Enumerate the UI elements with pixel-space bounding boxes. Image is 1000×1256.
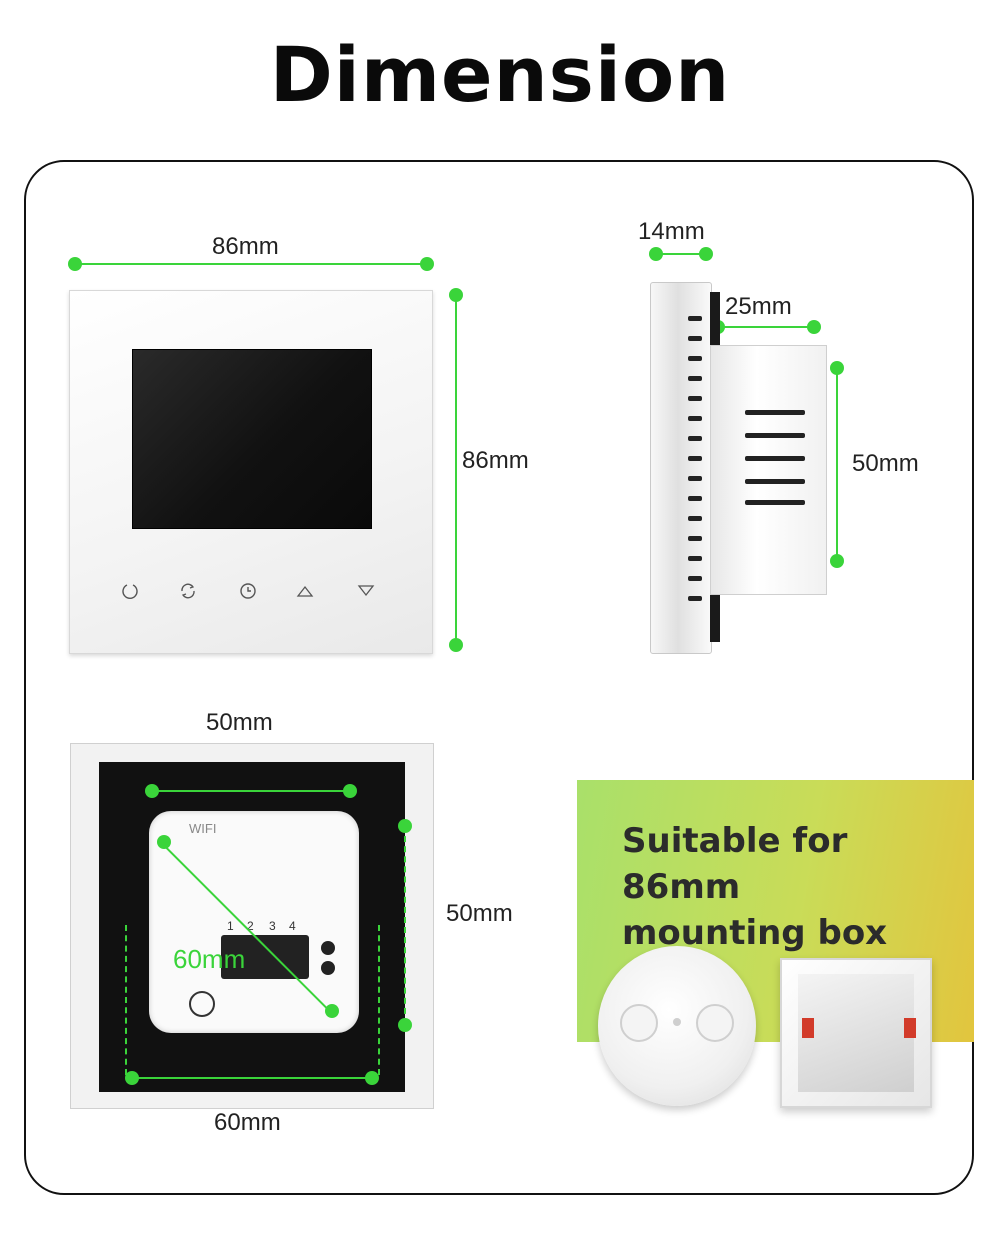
- back-side-dot-top: [398, 819, 412, 833]
- vent-slot: [688, 556, 702, 561]
- display-screen: [132, 349, 372, 529]
- back-side-line: [404, 826, 406, 1024]
- thermostat-front-panel: [69, 290, 433, 654]
- terminal-screw: [321, 941, 335, 955]
- back-wiring-module: WIFI 1 2 3 4: [149, 811, 359, 1033]
- back-bottom-dot-right: [365, 1071, 379, 1085]
- front-height-label: 86mm: [462, 447, 529, 474]
- side-depth-line: [718, 326, 814, 328]
- side-plate-dot-right: [699, 247, 713, 261]
- housing-vent-slot: [745, 433, 805, 438]
- terminal-3: 3: [269, 919, 276, 933]
- front-height-line: [455, 295, 457, 645]
- square-mounting-box: [780, 958, 932, 1108]
- vent-slot: [688, 396, 702, 401]
- front-width-dot-left: [68, 257, 82, 271]
- back-bottom-guide-right: [378, 925, 380, 1075]
- side-plate-line: [656, 253, 706, 255]
- terminal-2: 2: [247, 919, 254, 933]
- side-height-line: [836, 368, 838, 561]
- front-width-dot-right: [420, 257, 434, 271]
- back-bottom-label: 60mm: [214, 1109, 281, 1136]
- side-plate-label: 14mm: [638, 218, 705, 245]
- vent-slot: [688, 496, 702, 501]
- square-box-cavity: [798, 974, 914, 1092]
- side-height-label: 50mm: [852, 450, 919, 477]
- housing-vent-slot: [745, 410, 805, 415]
- terminal-block: [221, 935, 309, 979]
- side-depth-dot-right: [807, 320, 821, 334]
- terminal-1: 1: [227, 919, 234, 933]
- mounting-box-caption: Suitable for 86mm mounting box: [622, 818, 974, 956]
- back-top-label: 50mm: [206, 709, 273, 736]
- vent-slot: [688, 536, 702, 541]
- vent-slot: [688, 516, 702, 521]
- front-height-dot-top: [449, 288, 463, 302]
- vent-slot: [688, 316, 702, 321]
- mounting-hole: [189, 991, 215, 1017]
- wifi-label: WIFI: [189, 821, 217, 836]
- vent-slot: [688, 576, 702, 581]
- side-depth-label: 25mm: [725, 293, 792, 320]
- housing-vent-slot: [745, 456, 805, 461]
- page-title: Dimension: [269, 30, 731, 119]
- back-bottom-dot-left: [125, 1071, 139, 1085]
- knockout-hole: [620, 1004, 658, 1042]
- thermostat-back-panel: WIFI 1 2 3 4: [70, 743, 434, 1109]
- back-diagonal-dot-bottom: [325, 1004, 339, 1018]
- clock-icon[interactable]: [238, 581, 258, 601]
- vent-slot: [688, 356, 702, 361]
- mode-icon[interactable]: [178, 581, 198, 601]
- back-top-dot-left: [145, 784, 159, 798]
- vent-slot: [688, 596, 702, 601]
- back-diagonal-dot-top: [157, 835, 171, 849]
- side-plate-dot-left: [649, 247, 663, 261]
- center-hole: [673, 1018, 681, 1026]
- vent-slot: [688, 456, 702, 461]
- back-side-dot-bottom: [398, 1018, 412, 1032]
- front-width-line: [75, 263, 427, 265]
- vent-slot: [688, 336, 702, 341]
- vent-slot: [688, 376, 702, 381]
- back-top-line: [152, 790, 350, 792]
- back-bottom-guide-left: [125, 925, 127, 1075]
- red-clip: [904, 1018, 916, 1038]
- back-diagonal-label: 60mm: [173, 944, 246, 974]
- terminal-screw: [321, 961, 335, 975]
- back-top-dot-right: [343, 784, 357, 798]
- arrow-up-icon[interactable]: [295, 581, 315, 601]
- power-icon[interactable]: [120, 581, 140, 601]
- vent-slot: [688, 436, 702, 441]
- housing-vent-slot: [745, 479, 805, 484]
- vent-slot: [688, 476, 702, 481]
- terminal-4: 4: [289, 919, 296, 933]
- side-face-plate: [650, 282, 712, 654]
- housing-vent-slot: [745, 500, 805, 505]
- side-height-dot-top: [830, 361, 844, 375]
- round-mounting-box: [598, 946, 756, 1106]
- back-bottom-line: [132, 1077, 372, 1079]
- knockout-hole: [696, 1004, 734, 1042]
- front-width-label: 86mm: [212, 233, 279, 260]
- red-clip: [802, 1018, 814, 1038]
- side-height-dot-bottom: [830, 554, 844, 568]
- vent-slot: [688, 416, 702, 421]
- arrow-down-icon[interactable]: [356, 581, 376, 601]
- side-rear-housing: [710, 345, 827, 595]
- caption-line-1: Suitable for 86mm: [622, 821, 848, 907]
- back-side-label: 50mm: [446, 900, 513, 927]
- front-height-dot-bottom: [449, 638, 463, 652]
